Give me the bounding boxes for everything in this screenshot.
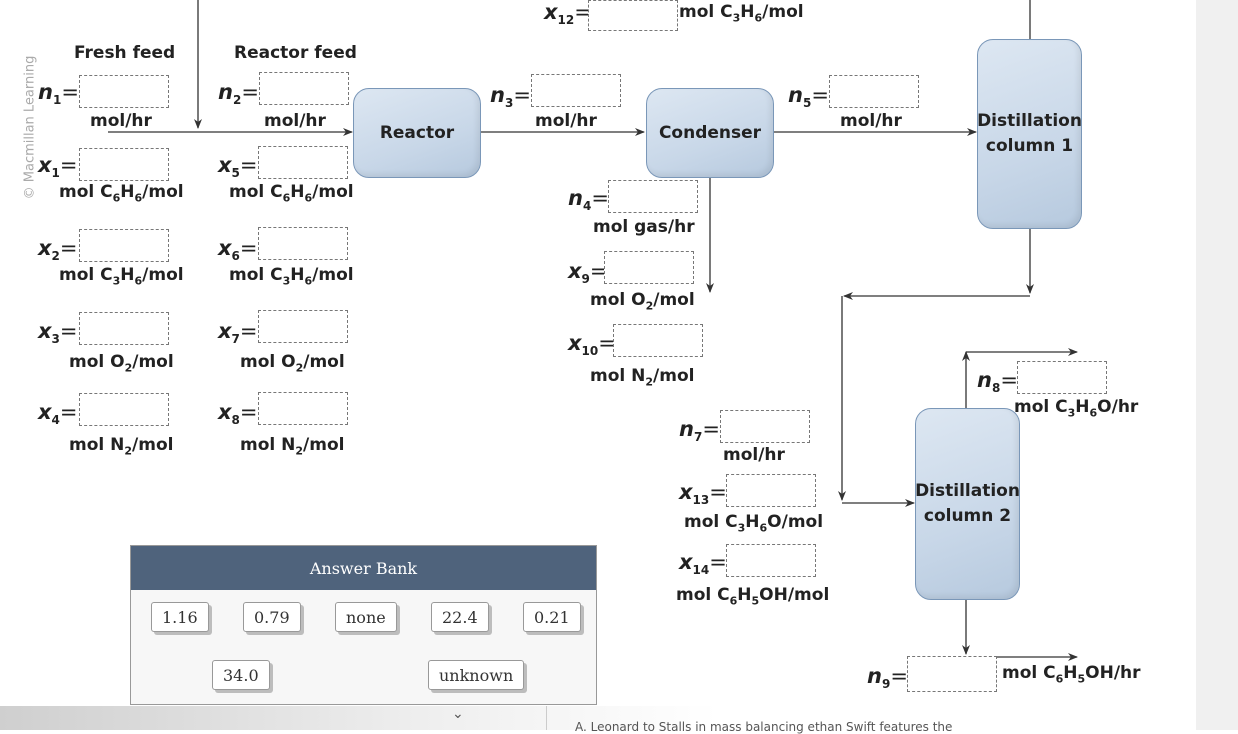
x9-unit: mol O2/mol <box>590 290 695 313</box>
x1-label: x1= <box>38 153 78 181</box>
x2-label: x2= <box>38 236 78 264</box>
n9-drop-target[interactable] <box>907 656 997 692</box>
x8-drop-target[interactable] <box>258 392 348 425</box>
n3-label: n3= <box>490 83 531 111</box>
x4-label: x4= <box>38 400 78 428</box>
n7-label: n7= <box>679 417 720 445</box>
x3-drop-target[interactable] <box>79 312 169 345</box>
footer-divider <box>546 706 547 730</box>
footer-text: A. Leonard to Stalls in mass balancing e… <box>575 720 953 734</box>
x13-drop-target[interactable] <box>726 474 816 507</box>
fresh-feed-heading: Fresh feed <box>74 43 176 63</box>
answer-bank: Answer Bank 1.16 0.79 none 22.4 0.21 34.… <box>130 545 597 705</box>
x3-label: x3= <box>38 319 78 347</box>
chevron-down-icon[interactable]: ⌄ <box>452 706 464 722</box>
n2-drop-target[interactable] <box>259 72 349 105</box>
condenser-block: Condenser <box>646 88 774 178</box>
x4-unit: mol N2/mol <box>69 435 174 458</box>
answer-chip[interactable]: 0.79 <box>243 602 301 632</box>
n1-label: n1= <box>38 80 79 108</box>
x5-label: x5= <box>218 153 258 181</box>
x7-label: x7= <box>218 319 258 347</box>
n9-unit: mol C6H5OH/hr <box>1002 663 1141 686</box>
x13-unit: mol C3H6O/mol <box>684 512 824 535</box>
answer-chip[interactable]: 0.21 <box>523 602 581 632</box>
answer-chip[interactable]: 34.0 <box>212 660 270 690</box>
x2-drop-target[interactable] <box>79 229 169 262</box>
x14-label: x14= <box>679 550 727 578</box>
x7-drop-target[interactable] <box>258 310 348 343</box>
x14-drop-target[interactable] <box>726 544 816 577</box>
n4-drop-target[interactable] <box>608 180 698 213</box>
n5-label: n5= <box>788 83 829 111</box>
n1-drop-target[interactable] <box>79 75 169 108</box>
x6-label: x6= <box>218 236 258 264</box>
x5-drop-target[interactable] <box>258 146 348 179</box>
x7-unit: mol O2/mol <box>240 352 345 375</box>
x10-drop-target[interactable] <box>613 324 703 357</box>
n2-unit: mol/hr <box>264 111 326 131</box>
x12-drop-target[interactable] <box>588 0 678 31</box>
n8-drop-target[interactable] <box>1017 361 1107 394</box>
x10-label: x10= <box>568 331 616 359</box>
n2-label: n2= <box>218 80 259 108</box>
x1-unit: mol C6H6/mol <box>59 182 184 205</box>
answer-chip[interactable]: 22.4 <box>431 602 489 632</box>
n8-label: n8= <box>977 368 1018 396</box>
x6-unit: mol C3H6/mol <box>229 265 354 288</box>
x1-drop-target[interactable] <box>79 148 169 181</box>
footer-bar <box>0 706 1196 730</box>
n5-drop-target[interactable] <box>829 75 919 108</box>
x8-label: x8= <box>218 400 258 428</box>
n7-drop-target[interactable] <box>720 410 810 443</box>
x8-unit: mol N2/mol <box>240 435 345 458</box>
x14-unit: mol C6H5OH/mol <box>676 585 830 608</box>
reactor-block: Reactor <box>353 88 481 178</box>
n5-unit: mol/hr <box>840 111 902 131</box>
n4-unit: mol gas/hr <box>593 217 695 237</box>
n7-unit: mol/hr <box>723 445 785 465</box>
answer-bank-title: Answer Bank <box>131 546 596 590</box>
right-panel-strip <box>1196 0 1238 730</box>
x2-unit: mol C3H6/mol <box>59 265 184 288</box>
x12-label: x12= <box>544 0 592 28</box>
x9-drop-target[interactable] <box>604 251 694 284</box>
x10-unit: mol N2/mol <box>590 366 695 389</box>
x12-unit: mol C3H6/mol <box>679 2 804 25</box>
x13-label: x13= <box>679 480 727 508</box>
x3-unit: mol O2/mol <box>69 352 174 375</box>
answer-chip[interactable]: unknown <box>428 660 525 690</box>
x6-drop-target[interactable] <box>258 227 348 260</box>
n8-unit: mol C3H6O/hr <box>1014 397 1139 420</box>
answer-chip[interactable]: none <box>335 602 397 632</box>
x9-label: x9= <box>568 259 608 287</box>
answer-chip[interactable]: 1.16 <box>151 602 209 632</box>
n1-unit: mol/hr <box>90 111 152 131</box>
x4-drop-target[interactable] <box>79 393 169 426</box>
reactor-feed-heading: Reactor feed <box>234 43 357 63</box>
n4-label: n4= <box>568 186 609 214</box>
copyright-text: © Macmillan Learning <box>22 55 38 200</box>
n9-label: n9= <box>867 664 908 692</box>
n3-drop-target[interactable] <box>531 74 621 107</box>
x5-unit: mol C6H6/mol <box>229 182 354 205</box>
n3-unit: mol/hr <box>535 111 597 131</box>
